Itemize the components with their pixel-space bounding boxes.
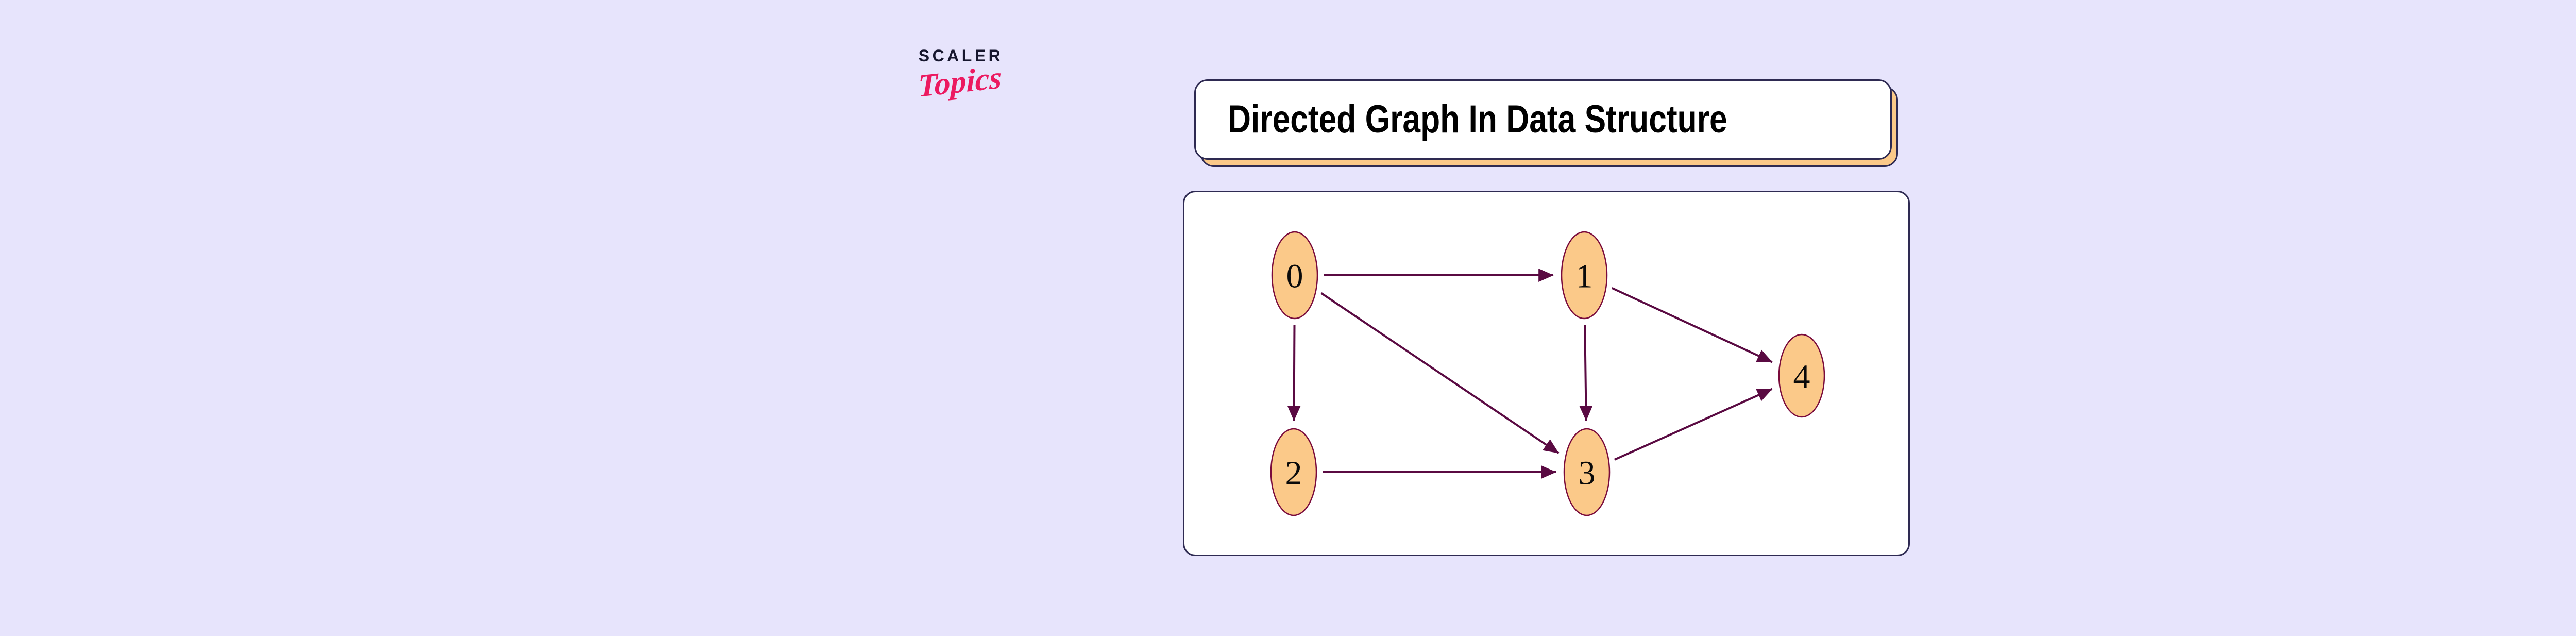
edge-layer — [1287, 269, 1773, 479]
graph-node-1[interactable]: 1 — [1561, 231, 1608, 320]
logo-topics-wordmark: Topics — [918, 60, 1002, 104]
directed-graph-diagram: 0 1 2 3 4 — [1270, 231, 1825, 516]
graph-node-label-1: 1 — [1576, 258, 1593, 295]
graph-node-4[interactable]: 4 — [1778, 333, 1825, 418]
graph-edge-0-to-2 — [1287, 324, 1301, 421]
graph-node-2[interactable]: 2 — [1270, 428, 1317, 516]
title-card: Directed Graph In Data Structure — [1194, 79, 1892, 160]
graph-node-label-2: 2 — [1285, 455, 1302, 492]
node-layer: 0 1 2 3 4 — [1270, 231, 1825, 516]
graph-node-shape-0 — [1271, 231, 1318, 320]
graph-edge-3-to-4 — [1614, 388, 1773, 461]
graph-card: 0 1 2 3 4 — [1183, 191, 1910, 556]
page-title: Directed Graph In Data Structure — [1228, 97, 1727, 141]
graph-node-shape-1 — [1561, 231, 1608, 320]
logo-scaler-wordmark: SCALER — [918, 46, 1004, 65]
graph-node-shape-2 — [1270, 428, 1317, 516]
graph-node-label-3: 3 — [1579, 455, 1596, 492]
graph-node-label-0: 0 — [1286, 258, 1303, 295]
title-card-group: Directed Graph In Data Structure — [1194, 79, 1899, 167]
graph-edge-1-to-3 — [1579, 324, 1593, 421]
graph-node-shape-3 — [1563, 428, 1611, 516]
graph-edge-1-to-4 — [1611, 287, 1773, 363]
scaler-topics-logo: SCALER Topics — [901, 47, 1019, 127]
graph-node-shape-4 — [1778, 333, 1825, 418]
graph-node-0[interactable]: 0 — [1271, 231, 1318, 320]
graph-node-3[interactable]: 3 — [1563, 428, 1611, 516]
graph-node-label-4: 4 — [1793, 358, 1810, 396]
graph-edge-0-to-3 — [1320, 292, 1560, 454]
